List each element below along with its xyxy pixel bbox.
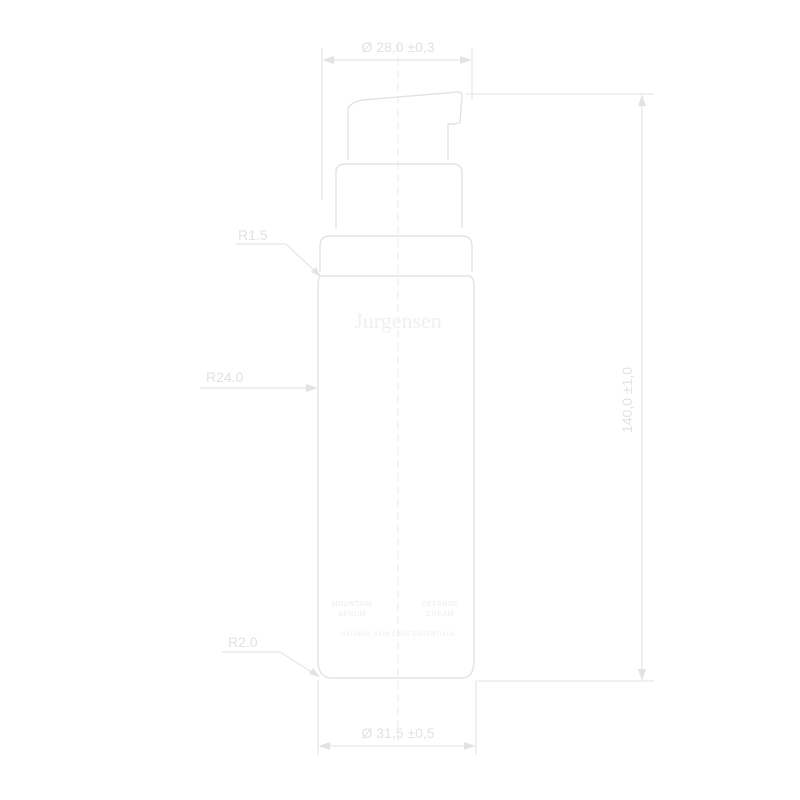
radius-shoulder-label: R1.5 xyxy=(238,227,268,243)
radius-side-label: R24.0 xyxy=(206,369,244,385)
radius-base-leader: R2.0 xyxy=(222,634,320,677)
radius-base-label: R2.0 xyxy=(228,634,258,650)
top-diameter-label: Ø 28,0 ±0,3 xyxy=(361,39,434,55)
label-right-line2: CREAM xyxy=(426,611,454,618)
bottom-diameter-label: Ø 31,5 ±0,5 xyxy=(361,725,434,741)
brand-logo: Jurgensen xyxy=(354,308,442,333)
top-diameter-dimension: Ø 28,0 ±0,3 xyxy=(321,39,473,200)
label-right-line1: DEFENSE xyxy=(422,601,459,608)
bottom-diameter-dimension: Ø 31,5 ±0,5 xyxy=(317,680,477,755)
label-left-line2: SERUM xyxy=(338,611,366,618)
height-label: 140,0 ±1,0 xyxy=(619,367,635,433)
label-left-line1: MOUNTAIN xyxy=(332,601,373,608)
bottle-shoulder xyxy=(319,235,473,272)
radius-shoulder-leader: R1.5 xyxy=(236,227,321,277)
height-dimension: 140,0 ±1,0 xyxy=(466,93,654,682)
pump-nozzle xyxy=(347,91,463,160)
radius-side-leader: R24.0 xyxy=(200,369,318,392)
pump-collar xyxy=(335,163,463,228)
bottle-body xyxy=(317,275,475,679)
label-footer: NATURAL SKIN CARE ESSENTIALS xyxy=(341,632,455,638)
